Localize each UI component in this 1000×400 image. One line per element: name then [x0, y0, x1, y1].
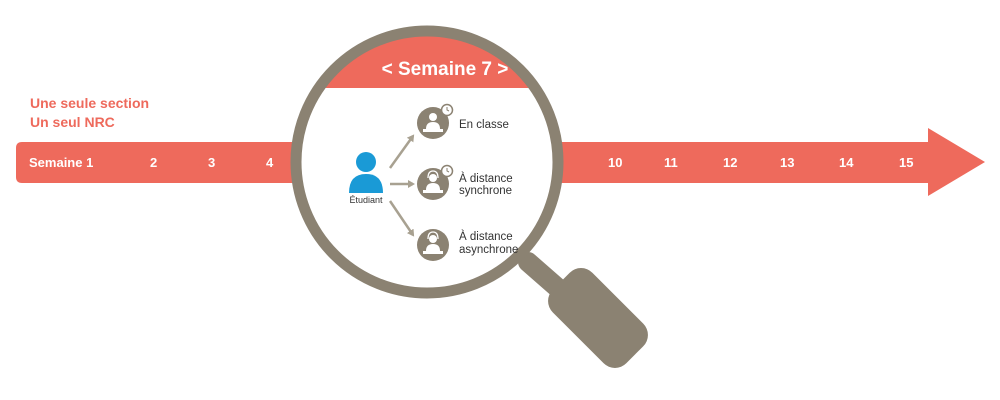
magnifier-handle [518, 252, 648, 368]
week-label-3: 3 [208, 155, 215, 170]
week-label-14: 14 [839, 155, 854, 170]
caption-line-nrc: Un seul NRC [30, 114, 115, 130]
week-label-2: 2 [150, 155, 157, 170]
week-label-11: 11 [664, 155, 678, 170]
student-person-icon [349, 152, 383, 193]
mode-label-synchronous-line1: À distance [459, 172, 513, 185]
section-caption: Une seule section Un seul NRC [30, 94, 149, 132]
headset-desk-clock-icon [417, 164, 454, 200]
week-label-10: 10 [608, 155, 622, 170]
arrow-to-asynchronous [388, 200, 415, 237]
week-label-15: 15 [899, 155, 913, 170]
mode-label-asynchronous-line2: asynchrone [459, 244, 518, 256]
week-label-4: 4 [266, 155, 274, 170]
student-label: Étudiant [349, 195, 383, 205]
week-label-12: 12 [723, 155, 737, 170]
lens-title: < Semaine 7 > [382, 59, 509, 80]
mode-label-asynchronous-line1: À distance [459, 230, 513, 243]
headset-desk-icon [417, 229, 449, 261]
mode-label-classroom: En classe [459, 119, 509, 131]
week-label-13: 13 [780, 155, 794, 170]
caption-line-section: Une seule section [30, 95, 150, 111]
arrow-to-classroom [388, 134, 415, 169]
mode-label-synchronous-line2: synchrone [459, 185, 512, 197]
classroom-desk-clock-icon [417, 103, 454, 139]
week-label-1: Semaine 1 [29, 155, 93, 170]
